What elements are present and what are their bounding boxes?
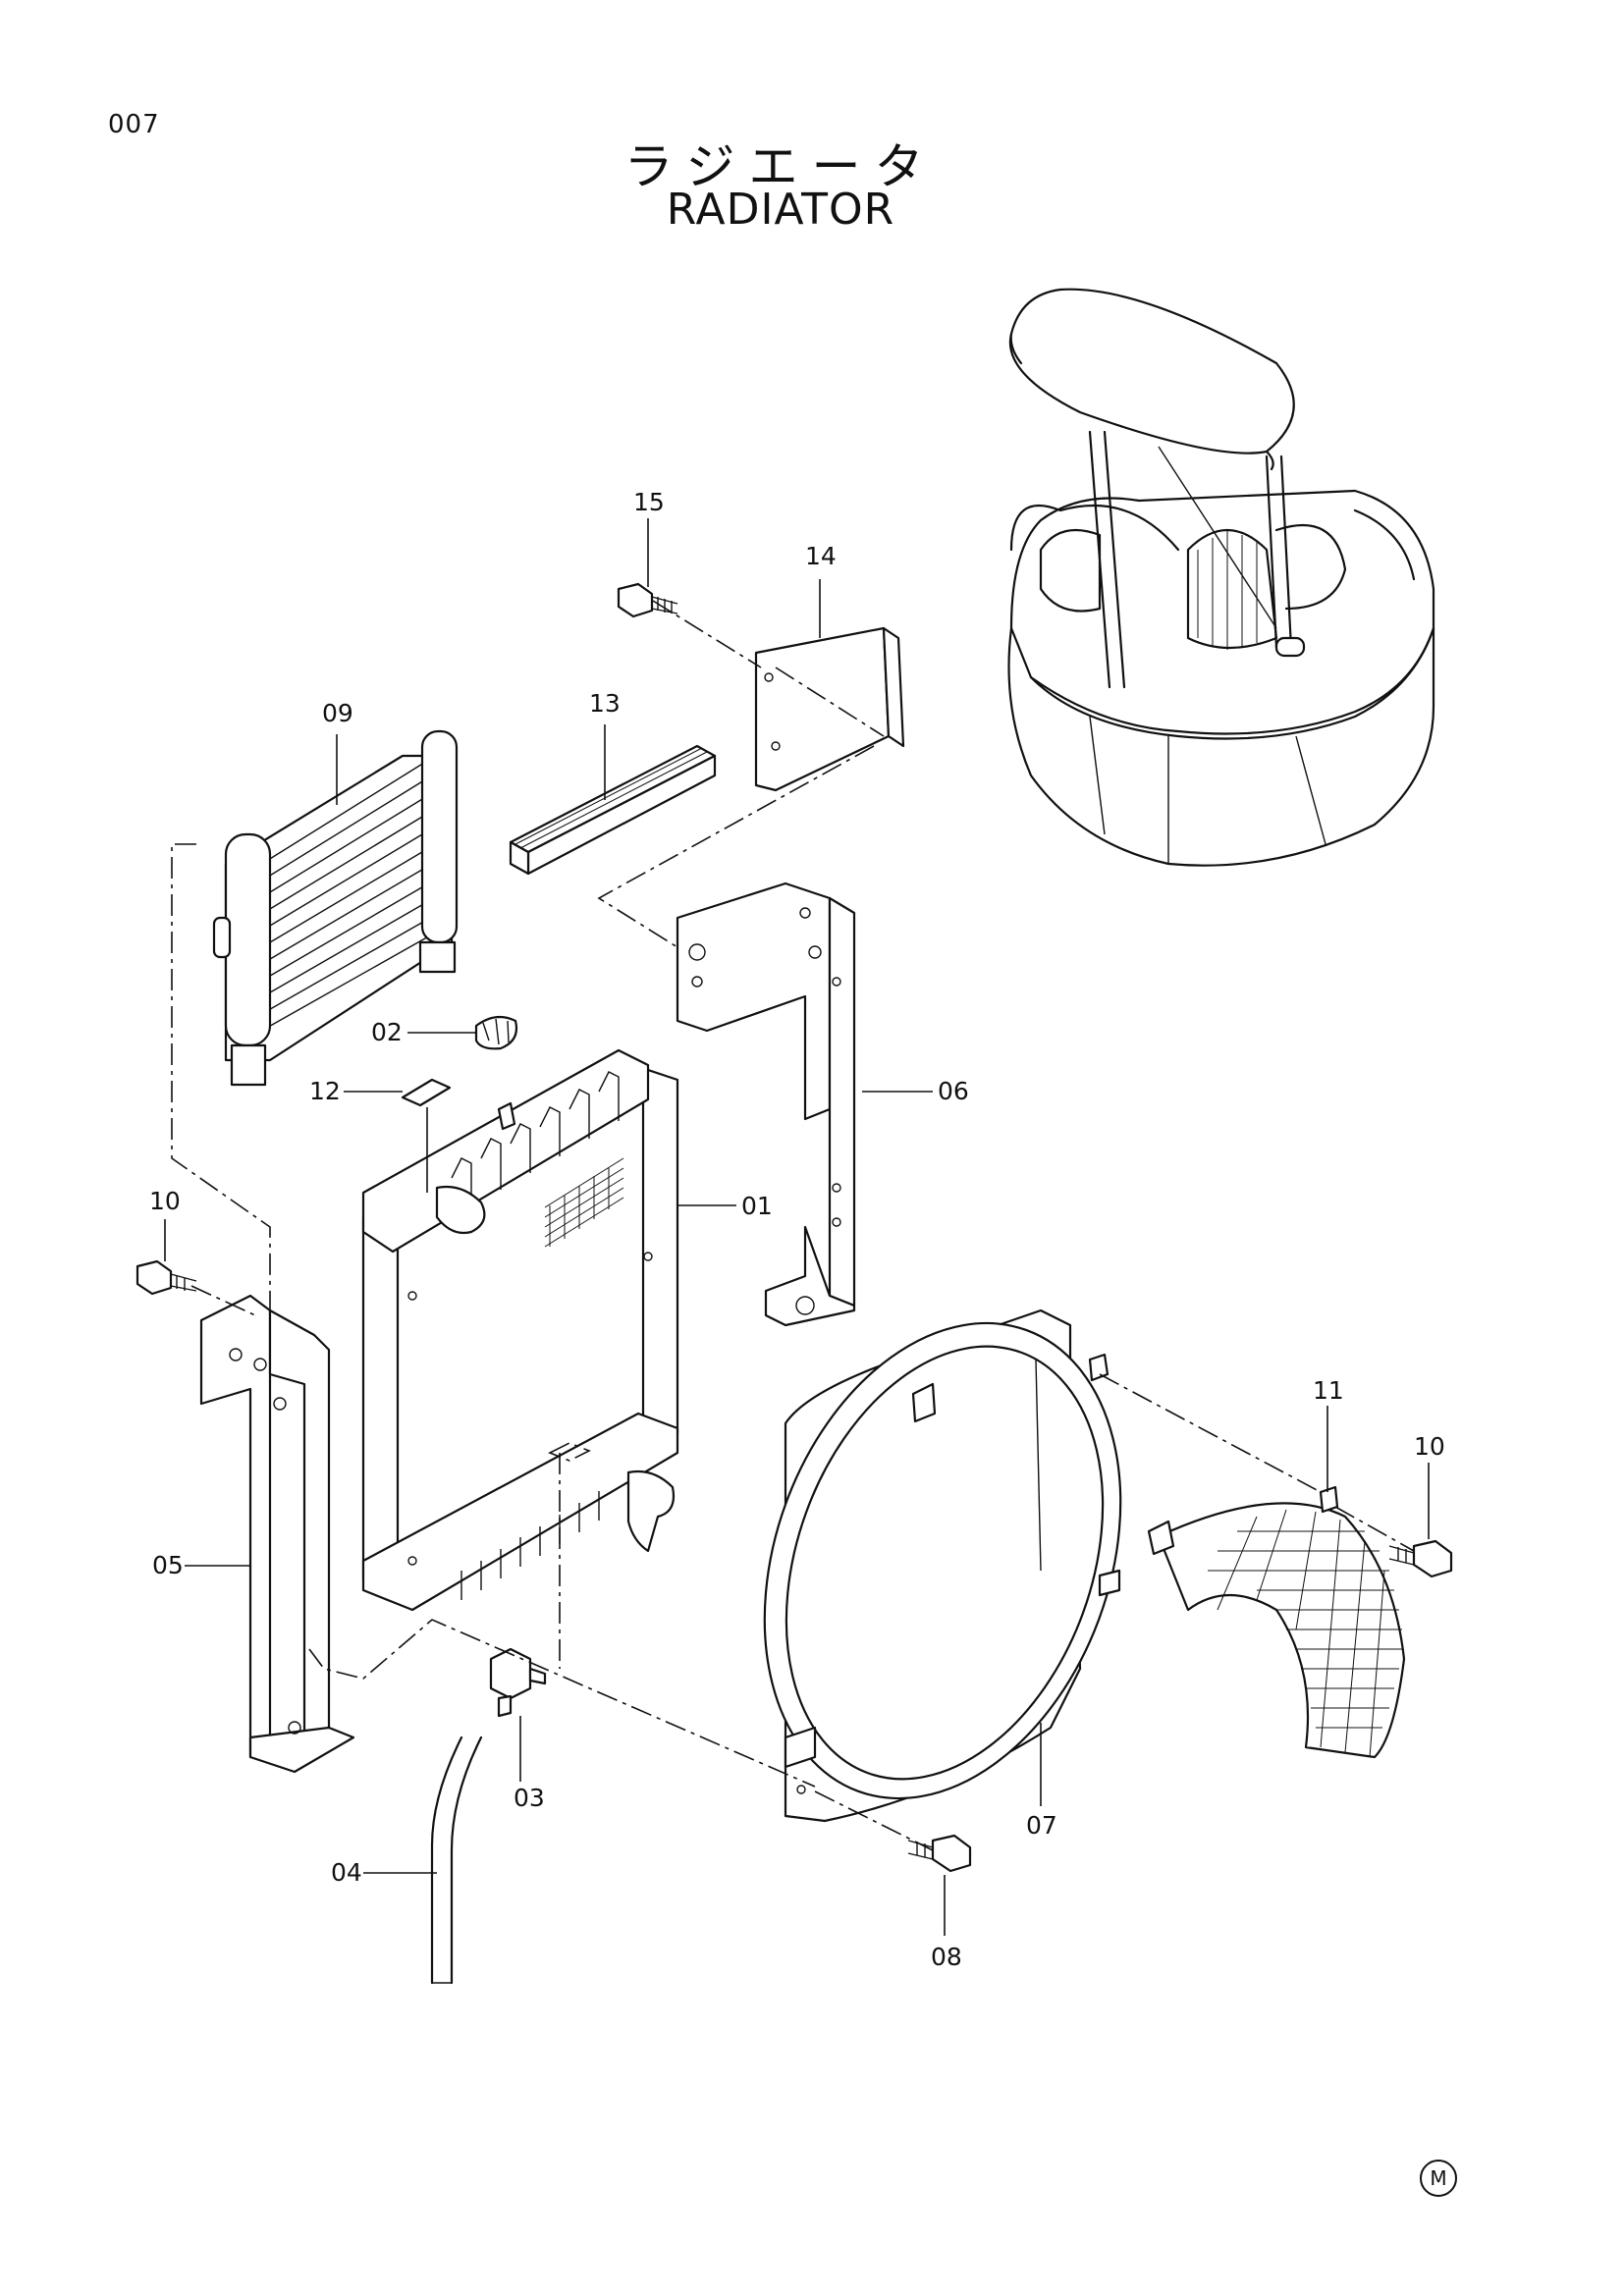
title-english: RADIATOR: [666, 185, 895, 235]
callout-11: 11: [1313, 1376, 1344, 1405]
callout-09: 09: [322, 699, 353, 727]
callout-07: 07: [1026, 1811, 1057, 1840]
callout-10-left: 10: [149, 1187, 181, 1215]
part-02-cap: [474, 1015, 518, 1050]
callout-14: 14: [805, 542, 837, 570]
part-09-oil-cooler: [212, 729, 459, 1087]
part-03-drain-cock: [489, 1647, 547, 1718]
leader-lines: [164, 518, 1430, 1936]
part-10-bolt-left: [135, 1259, 197, 1296]
part-15-bolt: [617, 582, 678, 618]
part-11-fan-guard: [1147, 1485, 1406, 1759]
page-number: 007: [108, 110, 160, 139]
manufacturer-mark: M: [1420, 2160, 1457, 2197]
part-14-bracket: [754, 626, 905, 792]
part-12-label: [401, 1078, 452, 1107]
callout-15: 15: [633, 488, 665, 516]
callout-06: 06: [938, 1077, 969, 1105]
callout-02: 02: [371, 1018, 403, 1046]
title-japanese: ラジエータ: [623, 138, 938, 195]
callout-01: 01: [741, 1192, 773, 1220]
callout-12: 12: [309, 1077, 341, 1105]
callout-04: 04: [331, 1858, 362, 1887]
part-05-support: [199, 1294, 355, 1774]
part-06-support: [676, 881, 856, 1327]
callout-13: 13: [589, 689, 621, 718]
part-13-seal: [509, 744, 717, 876]
part-08-bolt: [907, 1834, 972, 1873]
part-04-hose: [430, 1735, 483, 1985]
part-10-bolt-right: [1388, 1539, 1453, 1578]
assembly-lines: [171, 600, 1415, 1851]
callout-10-right: 10: [1414, 1432, 1445, 1461]
part-01-radiator: [361, 1048, 679, 1612]
machine-overview: [1007, 288, 1435, 867]
callout-08: 08: [931, 1943, 962, 1971]
part-07-shroud: [763, 1308, 1122, 1823]
callout-labels: 15 14 13 09 02 12 06 01 10 05 03 04 07 0…: [149, 488, 1445, 1971]
callout-05: 05: [152, 1551, 184, 1579]
callout-03: 03: [514, 1784, 545, 1812]
